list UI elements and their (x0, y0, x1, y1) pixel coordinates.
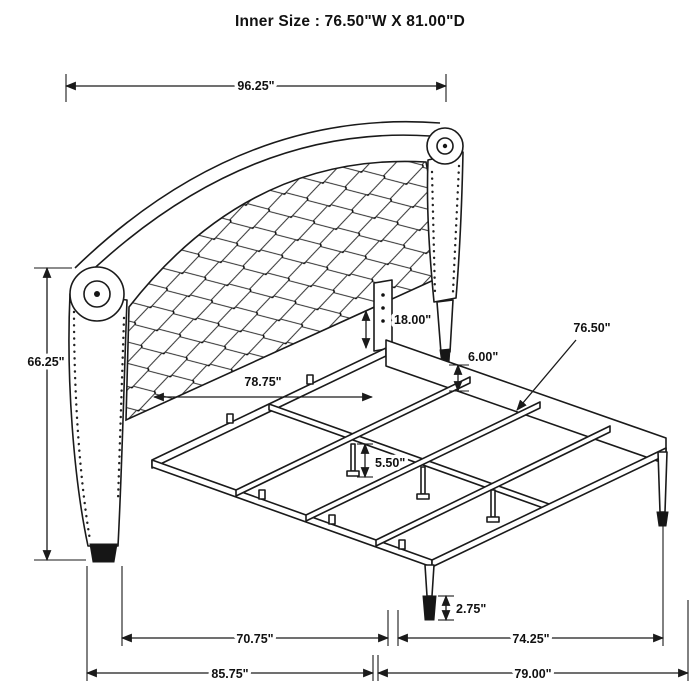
bolt-hole (381, 306, 385, 310)
slat-tab (328, 514, 336, 525)
dim-panel-drop-label: 18.00" (394, 313, 431, 327)
slat-tab (226, 413, 234, 424)
headboard-top-roll-inner (83, 134, 431, 279)
support-foot (486, 489, 500, 523)
dim-inner-width-label: 78.75" (244, 375, 281, 389)
dim-headboard-width-label: 96.25" (237, 79, 274, 93)
dim-headboard-width: 96.25" (64, 74, 448, 102)
bolt-hole (381, 319, 385, 323)
slat-tab (306, 374, 314, 385)
dim-rail-height-label: 6.00" (468, 350, 498, 364)
foot-far-leg (656, 451, 669, 527)
dim-overall-depth-label: 79.00" (514, 667, 551, 681)
cross-slat (375, 425, 611, 547)
right-post (426, 151, 464, 303)
bolt-hole (381, 293, 385, 297)
dim-inner-width: 78.75" (152, 372, 374, 402)
dim-frame-side-depth-label: 74.25" (512, 632, 549, 646)
dim-glide-height: 2.75" (438, 594, 490, 622)
cross-slat (305, 401, 541, 522)
right-scroll-post (426, 127, 464, 365)
dim-support-height-label: 5.50" (375, 456, 405, 470)
dim-overall-width-label: 85.75" (211, 667, 248, 681)
bed-frame (151, 339, 669, 621)
foot-rail (431, 447, 667, 568)
support-foot (416, 466, 430, 500)
dim-headboard-height: 66.25" (24, 266, 86, 562)
dim-overall-width: 85.75" (85, 664, 375, 685)
right-nailhead-trim-left (430, 170, 437, 296)
slat-tab (258, 489, 266, 500)
left-leg-cap (89, 543, 118, 563)
headboard-top-roll (74, 120, 441, 269)
dim-frame-front-width-label: 70.75" (236, 632, 273, 646)
support-foot (346, 443, 360, 477)
dim-side-rail-length: 76.50" (516, 318, 614, 411)
left-outer-nailhead-trim (72, 310, 92, 542)
dim-glide-height-label: 2.75" (456, 602, 486, 616)
cross-slat (235, 376, 471, 497)
headboard (68, 120, 464, 563)
left-post (68, 293, 128, 547)
slat-tab (398, 539, 406, 550)
dim-rail-height: 6.00" (449, 347, 502, 393)
dim-panel-drop: 18.00" (361, 310, 435, 350)
left-nailhead-trim (116, 316, 126, 502)
right-leg (436, 299, 454, 354)
tufted-panel (125, 160, 448, 422)
right-scroll-center (442, 143, 448, 149)
dim-headboard-height-label: 66.25" (27, 355, 64, 369)
page-title: Inner Size : 76.50"W X 81.00"D (235, 13, 465, 30)
foot-near-leg (422, 564, 437, 621)
left-scroll-post (68, 266, 128, 563)
foot-far-glide (656, 511, 669, 527)
dim-frame-side-depth: 74.25" (396, 629, 665, 650)
left-scroll-center (94, 291, 100, 297)
dim-frame-front-width: 70.75" (120, 629, 390, 650)
right-nailhead-trim-right (451, 164, 461, 294)
dim-overall-depth: 79.00" (376, 664, 690, 685)
dim-support-height: 5.50" (357, 442, 409, 479)
foot-near-glide (422, 595, 437, 621)
dim-side-rail-length-label: 76.50" (573, 321, 610, 335)
